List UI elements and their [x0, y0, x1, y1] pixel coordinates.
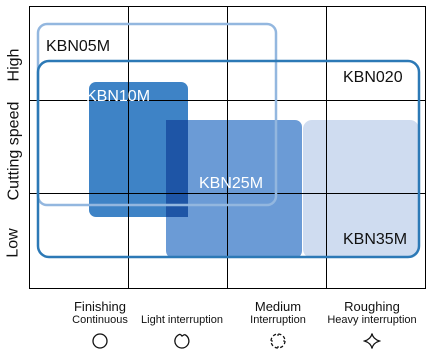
y-label-low: Low [5, 228, 23, 258]
x-sublabel-continuous: Continuous [72, 314, 128, 326]
x-category-light-interruption: Light interruption [126, 300, 238, 350]
notched-circle-icon [174, 333, 190, 349]
region-kbn25m [166, 120, 302, 258]
region-kbn35m [303, 120, 419, 258]
label-kbn10m: KBN10M [86, 88, 150, 105]
x-label-finishing: Finishing [73, 299, 127, 314]
x-category-finishing: Finishing Continuous [52, 300, 148, 350]
region-kbn10m [89, 82, 188, 217]
label-kbn25m: KBN25M [199, 175, 263, 192]
y-axis-title: Cutting speed [5, 101, 23, 201]
grid [29, 6, 426, 289]
x-category-roughing: Roughing Heavy interruption [316, 300, 427, 350]
x-category-medium: Medium Interruption [222, 300, 334, 350]
x-sublabel-heavy-interruption: Heavy interruption [327, 314, 417, 326]
region-kbn020-outline [36, 59, 421, 259]
label-kbn05m: KBN05M [46, 38, 110, 55]
label-kbn35m: KBN35M [343, 231, 407, 248]
x-label-medium: Medium [254, 299, 302, 314]
region-overlap [166, 120, 188, 217]
x-sublabel-interruption: Interruption [250, 314, 306, 326]
y-label-high: High [5, 48, 22, 82]
circle-icon [92, 333, 108, 349]
x-label-roughing: Roughing [344, 299, 400, 314]
x-sublabel-light-interruption: Light interruption [141, 314, 223, 326]
label-kbn020: KBN020 [343, 69, 403, 86]
cross-shape-icon [363, 333, 381, 349]
slotted-circle-icon [270, 333, 286, 349]
